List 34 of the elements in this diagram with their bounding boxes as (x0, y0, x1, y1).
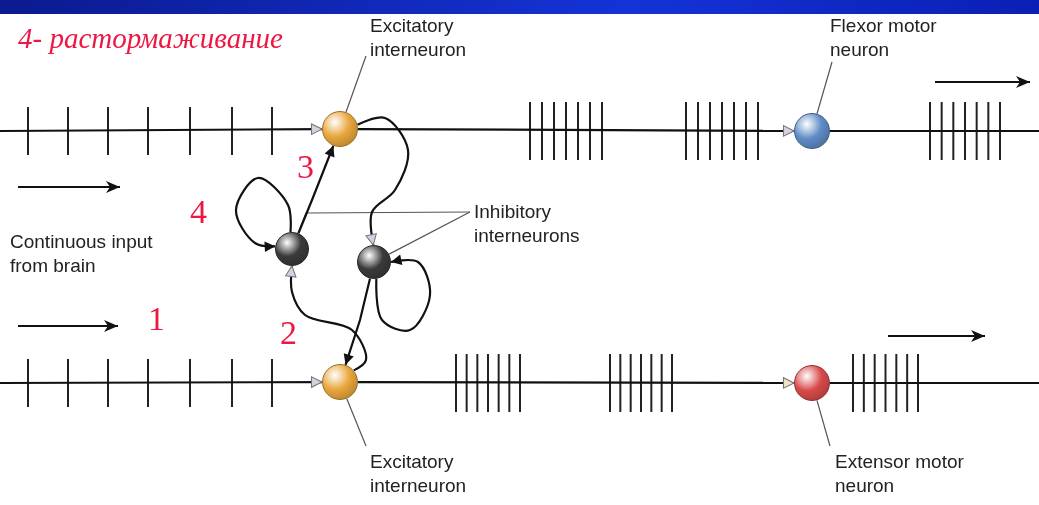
step-number: 4 (190, 193, 207, 231)
axon-connection (285, 265, 368, 372)
title-text: 4- растормаживание (18, 22, 283, 55)
leader-line (345, 55, 367, 113)
axon-connection (234, 176, 292, 252)
axon-connection (0, 123, 323, 135)
axon-connection (358, 125, 795, 137)
axon-connection (830, 381, 1039, 385)
leader-line (388, 211, 471, 255)
neuron-label: Flexor motor neuron (830, 14, 970, 62)
axon-connection (830, 129, 1039, 133)
neuron-label: Inhibitory interneurons (474, 200, 624, 248)
axon-connection (375, 254, 432, 332)
axon-connection (343, 278, 372, 366)
input-label: Continuous input from brain (10, 230, 154, 278)
step-number: 1 (148, 300, 165, 338)
neuron-cell-body (794, 365, 830, 401)
leader-line (816, 61, 833, 115)
neuron-cell-body (794, 113, 830, 149)
leader-line (816, 399, 831, 447)
axon-connection (0, 376, 323, 388)
step-number: 3 (297, 148, 314, 186)
neuron-cell-body (322, 111, 358, 147)
axon-connection (358, 377, 795, 389)
neuron-label: Extensor motor neuron (835, 450, 985, 498)
axon-connection (297, 145, 335, 234)
neuron-label: Excitatory interneuron (370, 450, 510, 498)
leader-line (346, 398, 367, 447)
axon-connection (357, 116, 410, 246)
neuron-label: Excitatory interneuron (370, 14, 510, 62)
neuron-cell-body (357, 245, 391, 279)
step-number: 2 (280, 314, 297, 352)
neuron-cell-body (275, 232, 309, 266)
neuron-cell-body (322, 364, 358, 400)
